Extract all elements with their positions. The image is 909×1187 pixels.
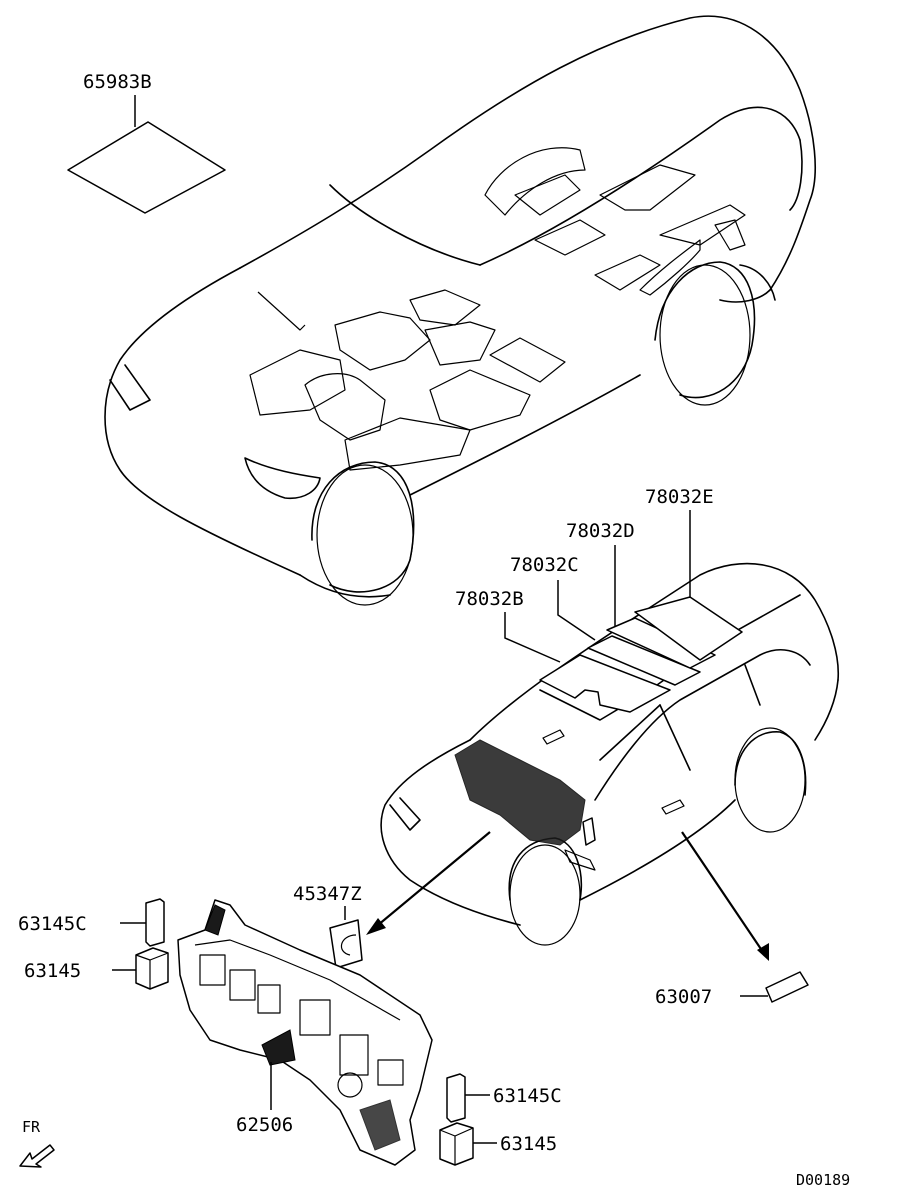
top-vehicle-silencers (249, 147, 746, 471)
middle-vehicle-outline (380, 562, 840, 946)
top-vehicle-outline (104, 15, 816, 606)
label-63007: 63007 (655, 986, 712, 1008)
label-78032B: 78032B (455, 588, 524, 610)
part-62506-dash-silencer (177, 899, 433, 1166)
pointer-arrows (366, 831, 769, 961)
part-63145C-left (120, 898, 165, 947)
roof-leader-lines (504, 510, 691, 663)
label-65983B: 65983B (83, 71, 152, 93)
label-63145-left: 63145 (24, 960, 81, 982)
front-arrow-icon (19, 1144, 55, 1168)
label-78032D: 78032D (566, 520, 635, 542)
label-62506: 62506 (236, 1114, 293, 1136)
label-63145C-left: 63145C (18, 913, 87, 935)
label-78032E: 78032E (645, 486, 714, 508)
part-45347Z (329, 906, 363, 969)
part-63007 (740, 971, 809, 1003)
direction-label: FR (22, 1118, 41, 1136)
label-63145-right: 63145 (500, 1133, 557, 1155)
diagram-code: D00189 (796, 1171, 850, 1187)
label-78032C: 78032C (510, 554, 579, 576)
roof-silencers (539, 596, 743, 713)
part-63145-right (439, 1122, 497, 1166)
label-63145C-right: 63145C (493, 1085, 562, 1107)
label-45347Z: 45347Z (293, 883, 362, 905)
part-65983B-pad (67, 95, 226, 214)
part-63145-left (112, 947, 169, 990)
part-63145C-right (446, 1073, 490, 1123)
middle-dash-panel (454, 739, 596, 871)
